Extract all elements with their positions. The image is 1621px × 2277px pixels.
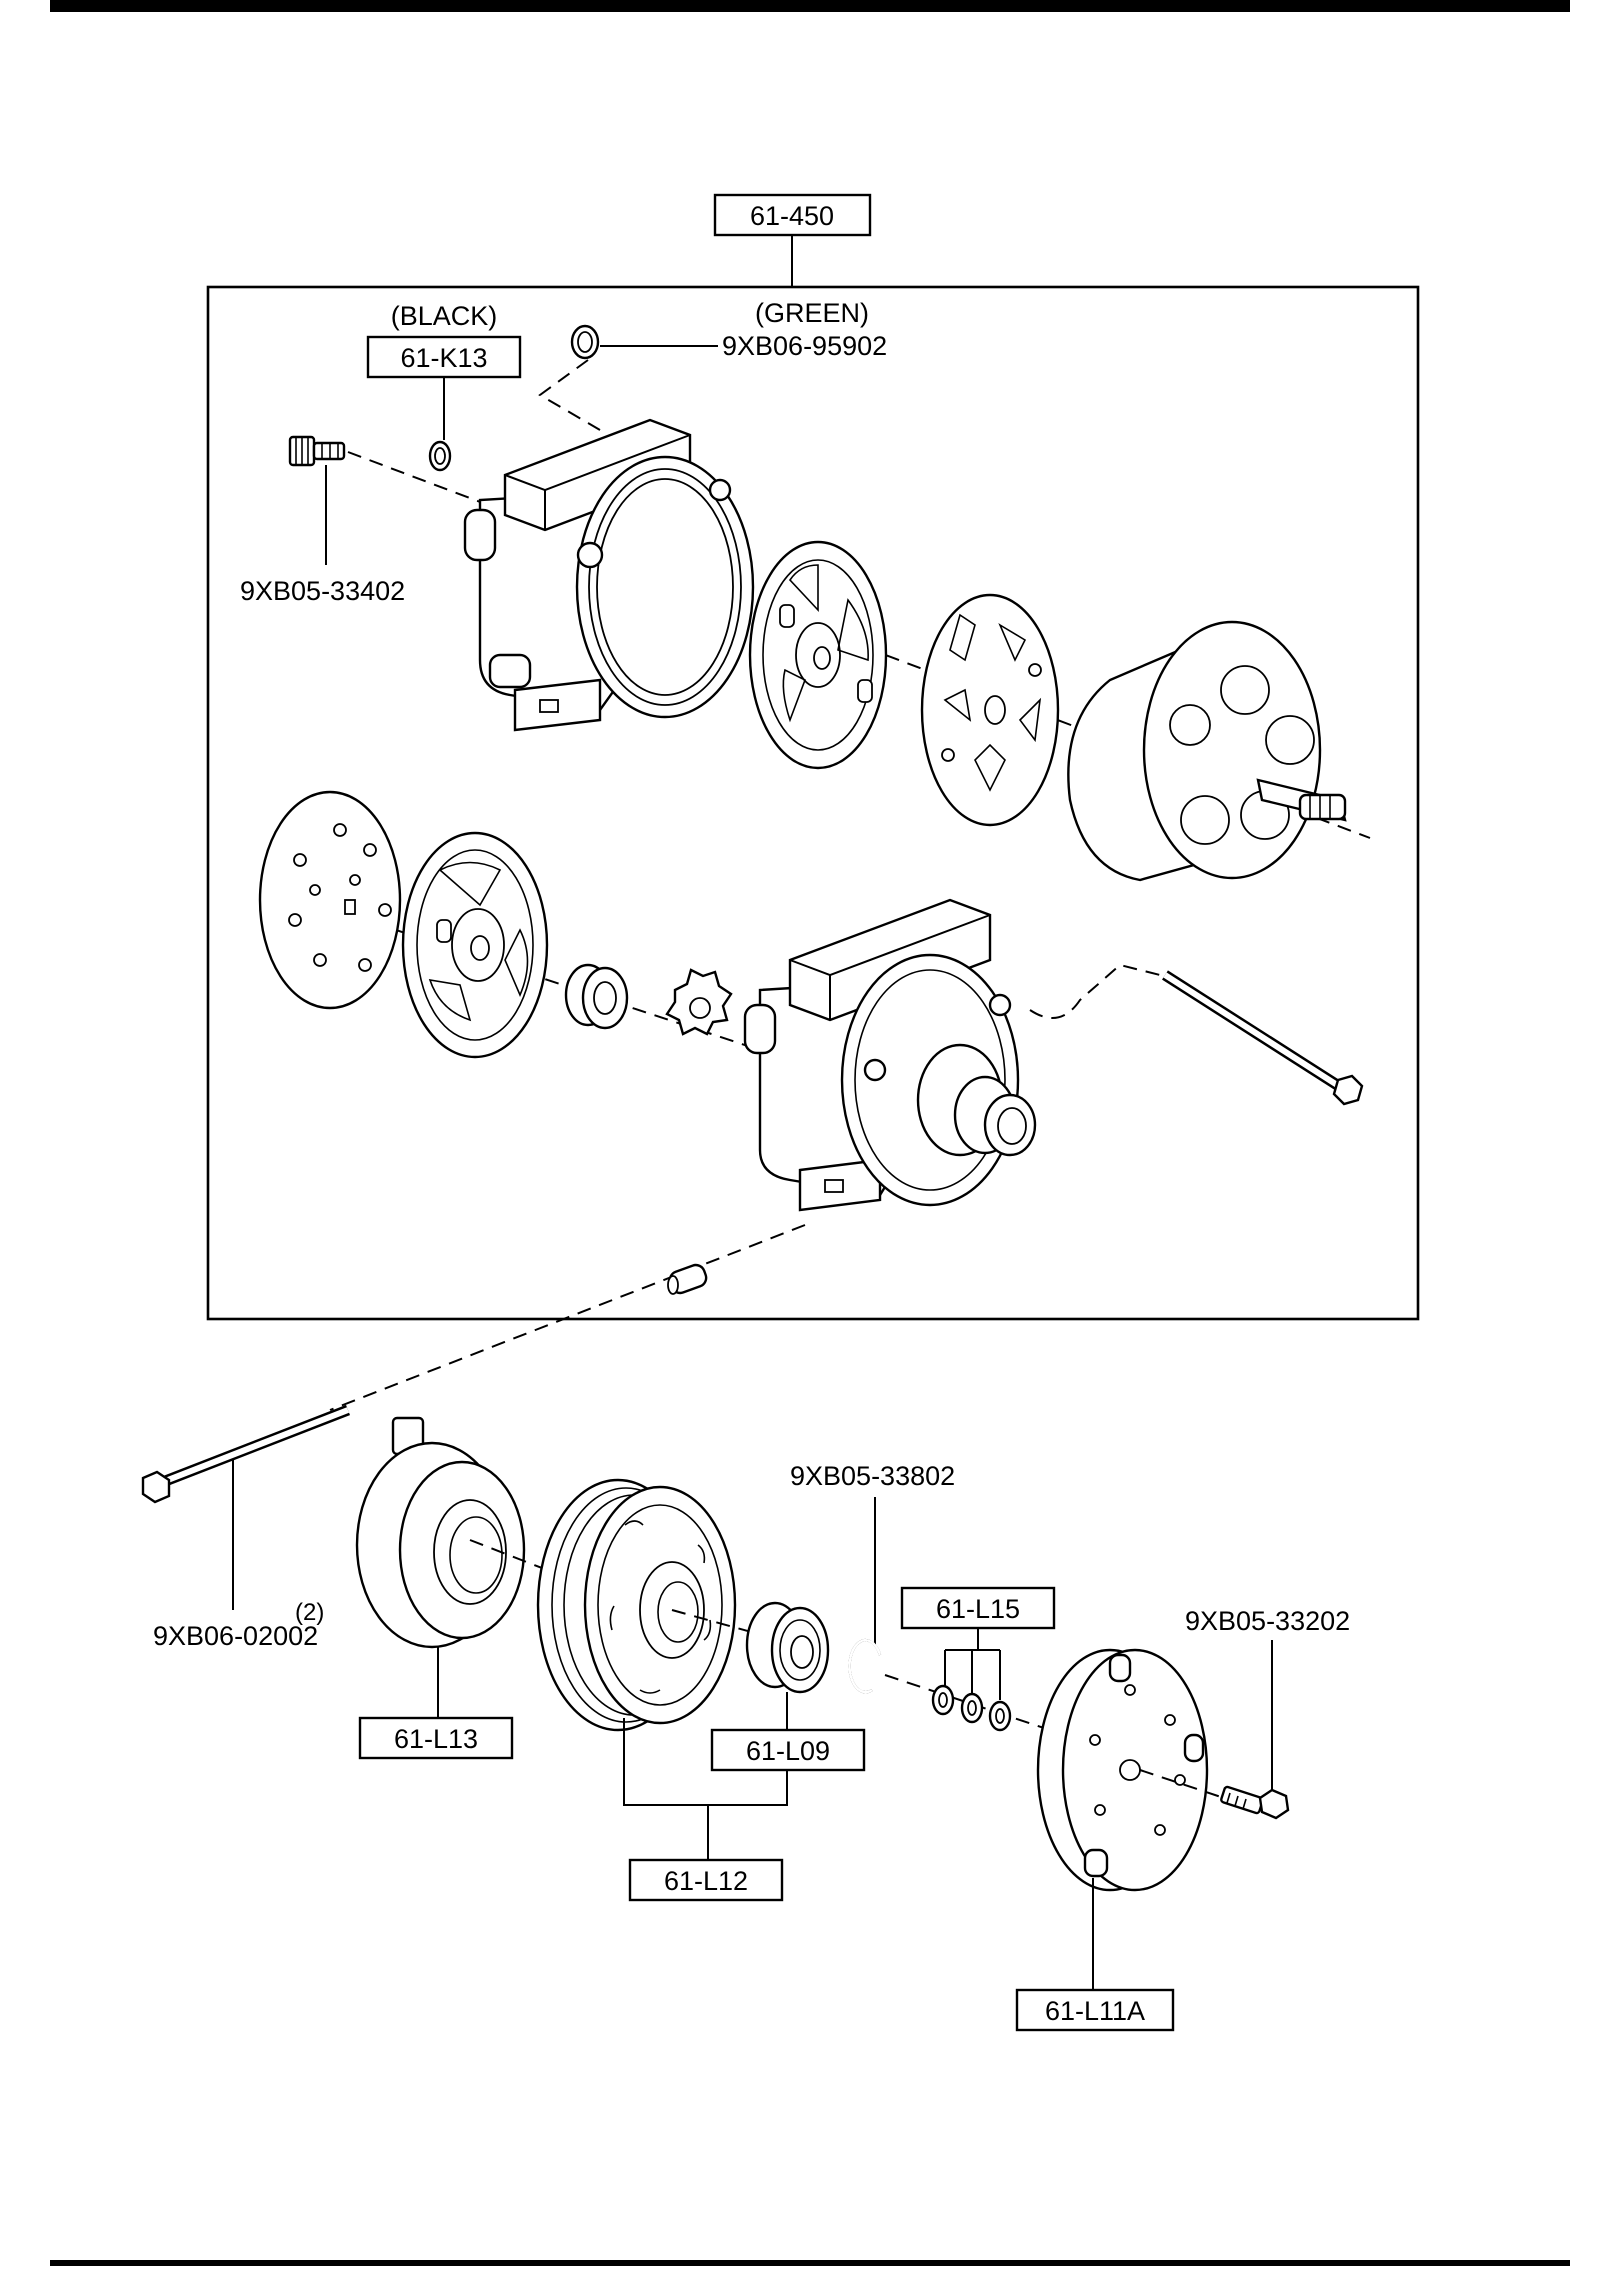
bracket-61-L15 <box>944 1628 1001 1700</box>
rear-housing-icon <box>463 418 755 732</box>
label-9XB06-95902: 9XB06-95902 <box>722 331 887 361</box>
assembly-path-dashed <box>1029 963 1161 1019</box>
bottom-border-rule <box>50 2260 1570 2266</box>
label-qty-2: (2) <box>295 1599 324 1626</box>
field-coil-icon <box>355 1416 526 1649</box>
snap-ring-icon <box>848 1638 882 1694</box>
assembly-axis-dashed <box>1139 1769 1231 1801</box>
cylinder-block-icon <box>1067 620 1347 882</box>
label-9XB05-33802: 9XB05-33802 <box>790 1461 955 1491</box>
front-valve-plate-icon <box>258 790 402 1010</box>
shim-washer-icon <box>931 1684 1012 1732</box>
callout-61-K13[interactable]: 61-K13 <box>366 335 522 379</box>
label-61-K13: 61-K13 <box>400 343 487 373</box>
bearing-icon <box>745 1601 830 1694</box>
bracket-61-L12 <box>623 1718 788 1806</box>
top-border-rule <box>50 0 1570 12</box>
label-green-note: (GREEN) <box>755 298 869 328</box>
callout-61-L15[interactable]: 61-L15 <box>900 1586 1056 1630</box>
shaft-seal-bushing-icon <box>564 963 629 1030</box>
callout-61-L13[interactable]: 61-L13 <box>358 1716 514 1760</box>
center-bolt-icon <box>1220 1785 1290 1820</box>
label-61-L13: 61-L13 <box>394 1724 478 1754</box>
label-61-L11A: 61-L11A <box>1045 1996 1145 2026</box>
assembly-path-dashed <box>538 359 601 431</box>
label-9XB05-33402: 9XB05-33402 <box>240 576 405 606</box>
dowel-pin-icon <box>667 1263 708 1295</box>
label-61-L09: 61-L09 <box>746 1736 830 1766</box>
assembly-axis-dashed <box>329 1224 806 1411</box>
o-ring-black-icon <box>428 440 452 472</box>
gear-spacer-icon <box>665 968 733 1036</box>
callout-61-L09[interactable]: 61-L09 <box>710 1728 866 1772</box>
front-plate-gasket-icon <box>401 831 549 1059</box>
o-ring-green-icon <box>570 324 600 360</box>
label-61-L15: 61-L15 <box>936 1594 1020 1624</box>
assembly-frame <box>206 285 1420 1321</box>
callout-61-L12[interactable]: 61-L12 <box>628 1858 784 1902</box>
pulley-icon <box>536 1478 737 1732</box>
through-bolt-lower-icon <box>141 1404 350 1504</box>
pressure-plate-icon <box>1036 1648 1209 1892</box>
through-bolt-upper-icon <box>1162 970 1364 1106</box>
label-9XB05-33202: 9XB05-33202 <box>1185 1606 1350 1636</box>
valve-plate-icon <box>748 540 888 770</box>
reed-valve-plate-icon <box>920 593 1060 827</box>
label-black-note: (BLACK) <box>391 301 498 331</box>
label-61-L12: 61-L12 <box>664 1866 748 1896</box>
front-housing-icon <box>743 898 1037 1212</box>
callout-61-450[interactable]: 61-450 <box>713 193 872 237</box>
callout-61-L11A[interactable]: 61-L11A <box>1015 1988 1175 2032</box>
plug-bolt-icon <box>288 435 346 467</box>
label-9XB06-02002: 9XB06-02002 <box>153 1621 318 1651</box>
label-61-450: 61-450 <box>750 201 834 231</box>
